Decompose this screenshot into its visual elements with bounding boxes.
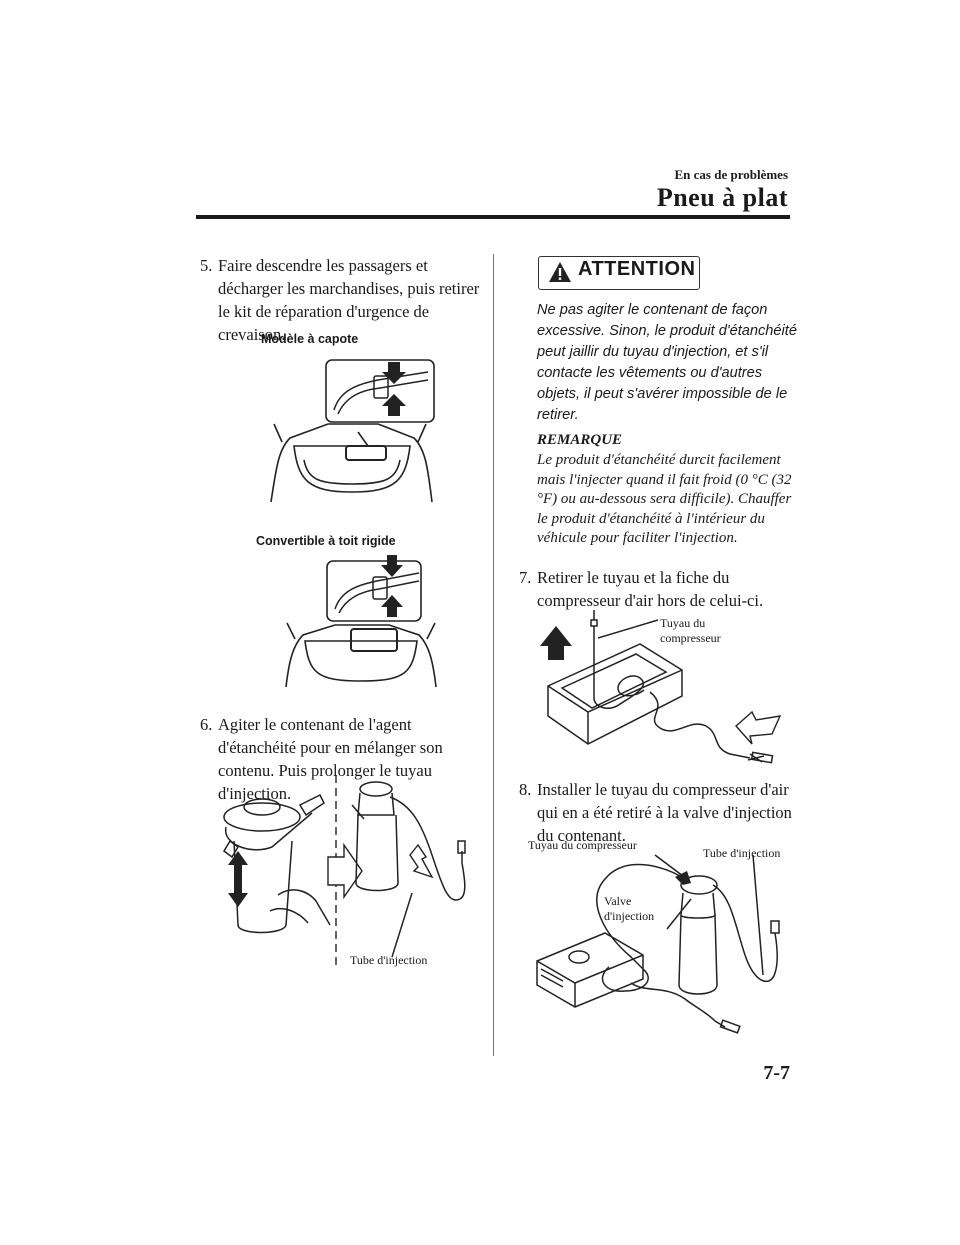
connect-hose-illustration (536, 854, 780, 1034)
step-5: 5. Faire descendre les passagers et déch… (200, 256, 480, 344)
page-number: 7-7 (763, 1062, 790, 1084)
label-injection-tube: Tube d'injection (350, 953, 428, 967)
step-8: 8. Installer le tuyau du compresseur d'a… (519, 780, 792, 845)
label-hard-top: Convertible à toit rigide (256, 534, 396, 548)
column-divider (493, 254, 494, 1056)
step-7: 7. Retirer le tuyau et la fiche du compr… (519, 568, 764, 610)
attention-label: ATTENTION (578, 258, 696, 280)
label-injection-valve: Valve d'injection (604, 894, 655, 923)
label-compressor-hose-2: Tuyau du compresseur (528, 838, 637, 852)
note-title: REMARQUE (537, 432, 623, 448)
header-rule (196, 215, 790, 219)
label-injection-tube-2: Tube d'injection (703, 846, 781, 860)
page-title: Pneu à plat (656, 183, 788, 212)
label-soft-top: Modèle à capote (261, 332, 359, 346)
step-6: 6. Agiter le contenant de l'agent d'étan… (200, 715, 443, 803)
warning-triangle-icon (549, 262, 571, 282)
trunk-hard-top-illustration (285, 555, 437, 688)
compressor-illustration (540, 610, 782, 764)
trunk-soft-top-illustration (270, 359, 435, 503)
section-name: En cas de problèmes (674, 167, 788, 182)
attention-text: Ne pas agiter le contenant de façon exce… (537, 302, 797, 423)
note-text: Le produit d'étanchéité durcit facilemen… (537, 452, 792, 546)
label-compressor-hose-1: Tuyau du compresseur (660, 616, 721, 645)
shake-container-illustration (223, 775, 466, 965)
